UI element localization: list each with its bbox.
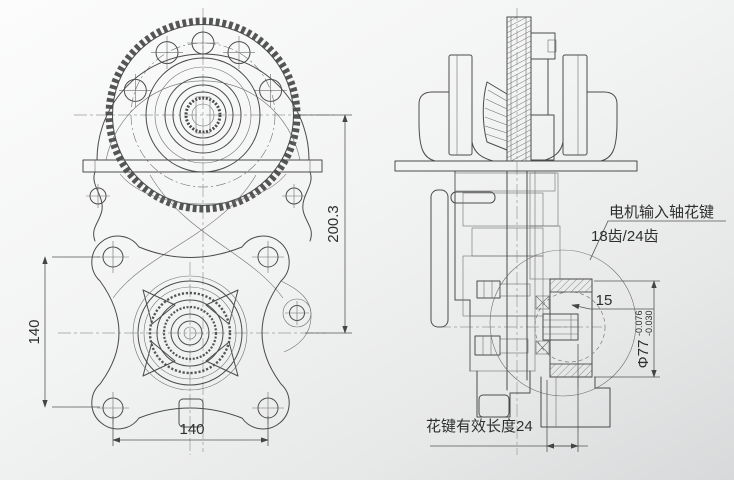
housing-dome [96, 53, 310, 161]
dimension-shaft-step: 15 [571, 292, 654, 310]
bolt-hole [223, 36, 255, 69]
front-view [58, 8, 334, 455]
bolt-hole [151, 36, 183, 69]
bearing-symbol [535, 295, 550, 310]
gear-hub-blocks [530, 32, 557, 161]
spline-bore [184, 96, 222, 134]
dimension-bolt-spacing-vertical: 140 [26, 256, 100, 408]
lower-foot [476, 370, 531, 418]
bell-housing [418, 54, 618, 162]
shaft-bolt-upper [476, 280, 531, 299]
pocket-sw [142, 341, 176, 377]
motor-spline-note-line2: 18齿/24齿 [591, 228, 659, 245]
annotation-motor-spline: 电机输入轴花键 18齿/24齿 [589, 204, 726, 261]
pitch-circle [534, 291, 606, 363]
input-shaft-detail [489, 249, 637, 428]
housing-transition [86, 171, 312, 299]
corner-bolt [97, 241, 129, 273]
ring-gear [105, 17, 301, 213]
locating-pin [450, 191, 496, 204]
dimension-overall-height: 200.3 [300, 114, 352, 334]
gearbox-body-section [430, 170, 561, 418]
dimension-diameter-77: Φ77 -0.076 -0.030 [594, 280, 660, 378]
bevel-pinion [482, 81, 508, 151]
helical-gear-section [506, 16, 532, 162]
mounting-flange [82, 159, 323, 173]
gear-bolt-holes [119, 27, 287, 107]
section-hatch-bottom [549, 363, 593, 378]
dim-phi77-label: Φ77 [635, 340, 652, 369]
dim-140-vertical-label: 140 [26, 319, 43, 344]
bearing-symbol [535, 340, 550, 355]
corner-bolt [252, 241, 284, 273]
flange-bolt-left [86, 184, 110, 208]
dimensions: 200.3 140 140 电机输入轴花键 18齿/24齿 [26, 114, 726, 452]
x-housing [91, 235, 312, 430]
spline-length-label: 花键有效长度24 [426, 418, 533, 435]
keyway [195, 96, 211, 134]
input-hub [145, 57, 261, 173]
side-flange [394, 160, 638, 172]
dimension-bolt-spacing-horizontal: 140 [112, 416, 269, 446]
dim-140-horizontal-label: 140 [179, 421, 204, 438]
shaft-bolt-lower [474, 335, 529, 356]
dim-15-label: 15 [596, 292, 613, 309]
bracket [540, 376, 611, 428]
section-hatch-top [549, 278, 593, 293]
bottom-tab [178, 398, 204, 428]
dimension-spline-length: 花键有效长度24 [426, 344, 588, 452]
dim-phi77-tol-upper: -0.076 [634, 310, 644, 336]
spline-shaft [542, 313, 579, 341]
detail-circle [489, 249, 637, 397]
side-view [394, 8, 638, 455]
pocket-nw [142, 289, 176, 325]
dim-200-3-label: 200.3 [325, 205, 342, 243]
motor-spline-note-line1: 电机输入轴花键 [609, 204, 714, 221]
bolt-hole [254, 74, 287, 107]
output-hub [132, 275, 248, 391]
side-ear [280, 280, 312, 353]
dim-phi77-tol-lower: -0.030 [644, 310, 654, 336]
bolt-hole [119, 74, 152, 107]
flange-bolt-right [282, 184, 306, 208]
